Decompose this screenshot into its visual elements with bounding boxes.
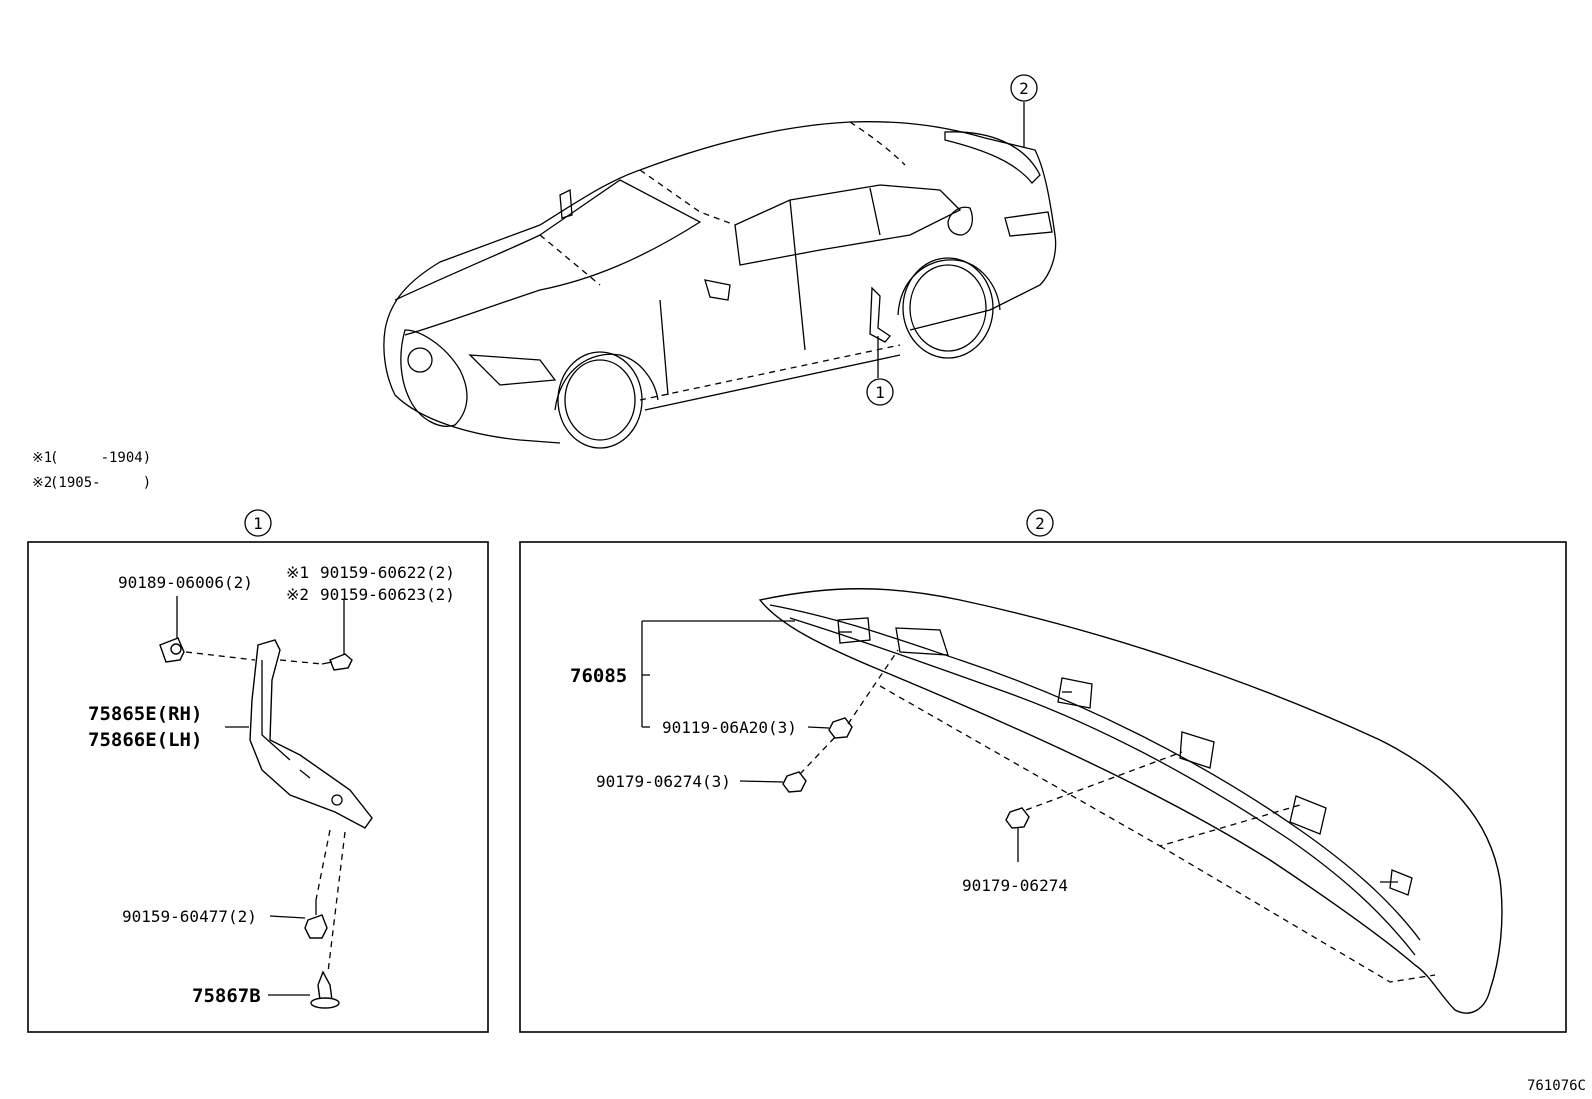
label-bracket-lh: 75866E(LH) — [88, 729, 202, 751]
callout-1-car: 1 — [866, 378, 894, 406]
note-2-text: (1905- ) — [50, 475, 151, 491]
panel-1-frame — [27, 541, 489, 1033]
callout-1-text: 1 — [875, 383, 885, 402]
label-nut-1: 90179-06274 — [962, 876, 1068, 895]
car-illustration — [383, 102, 1057, 449]
label-bracket-rh: 75865E(RH) — [88, 703, 202, 725]
spoiler-part — [641, 588, 1503, 1014]
label-screw-1: 90159-60622(2) — [320, 563, 455, 582]
panel-2-frame — [519, 541, 1567, 1033]
callout-2-car: 2 — [1010, 74, 1038, 102]
callout-2-text: 2 — [1019, 79, 1029, 98]
label-screw-2: 90159-60623(2) — [320, 585, 455, 604]
lower-screw-part — [269, 829, 331, 939]
notes: ※1 ( -1904) ※2 (1905- ) — [32, 450, 151, 491]
label-nut-3: 90179-06274(3) — [596, 772, 731, 791]
nut-3-part — [739, 733, 839, 793]
panel-1: 1 90189-06006(2) ※1 90159-60622(2) ※2 90… — [27, 509, 489, 1033]
screw-part — [279, 600, 353, 671]
note-1-mark: ※1 — [32, 450, 52, 466]
label-stud: 90119-06A20(3) — [662, 718, 797, 737]
label-spoiler: 76085 — [570, 665, 627, 687]
panel-1-title: 1 — [253, 514, 263, 533]
note-1-text: ( -1904) — [50, 450, 151, 466]
stud-nut-part — [807, 649, 899, 739]
panel-2: 2 76085 90119-06A20(3) — [519, 509, 1567, 1033]
label-screw-1-mark: ※1 — [286, 563, 309, 582]
label-clip: 90189-06006(2) — [118, 573, 253, 592]
label-screw-2-mark: ※2 — [286, 585, 309, 604]
drawing-code: 761076C — [1527, 1078, 1586, 1094]
guide-line-2 — [1159, 845, 1436, 983]
retainer-part — [268, 831, 346, 1009]
note-2-mark: ※2 — [32, 475, 52, 491]
bracket-part — [225, 639, 373, 829]
label-lower-screw: 90159-60477(2) — [122, 907, 257, 926]
panel-2-title: 2 — [1035, 514, 1045, 533]
clip-part — [159, 596, 256, 663]
nut-1-part — [1005, 751, 1183, 862]
label-retainer: 75867B — [192, 985, 261, 1007]
